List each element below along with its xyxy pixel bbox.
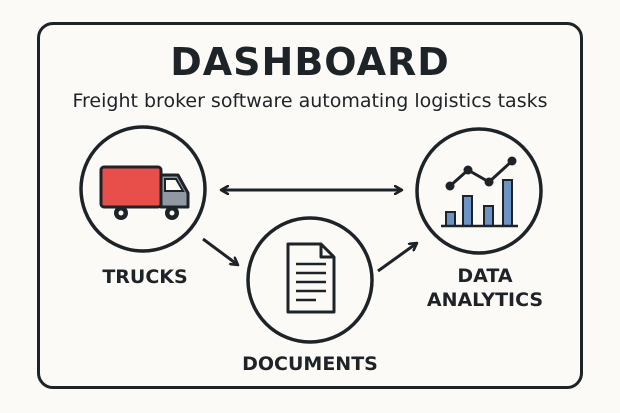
analytics-label: DATA ANALYTICS: [400, 264, 570, 312]
trucks-documents-arrow: [202, 237, 238, 265]
page-subtitle: Freight broker software automating logis…: [72, 90, 548, 112]
documents-label: DOCUMENTS: [242, 353, 378, 375]
analytics-label-line1: DATA: [457, 265, 513, 287]
analytics-label-line2: ANALYTICS: [426, 289, 544, 311]
analytics-chart-icon: [441, 156, 518, 228]
page-title: DASHBOARD: [170, 40, 450, 84]
documents-node: [246, 216, 374, 344]
truck-icon: [99, 165, 190, 220]
trucks-label: TRUCKS: [102, 266, 188, 288]
documents-analytics-arrow: [377, 243, 417, 273]
trucks-node: [79, 125, 207, 253]
document-icon: [286, 242, 336, 314]
analytics-node: [415, 127, 543, 255]
